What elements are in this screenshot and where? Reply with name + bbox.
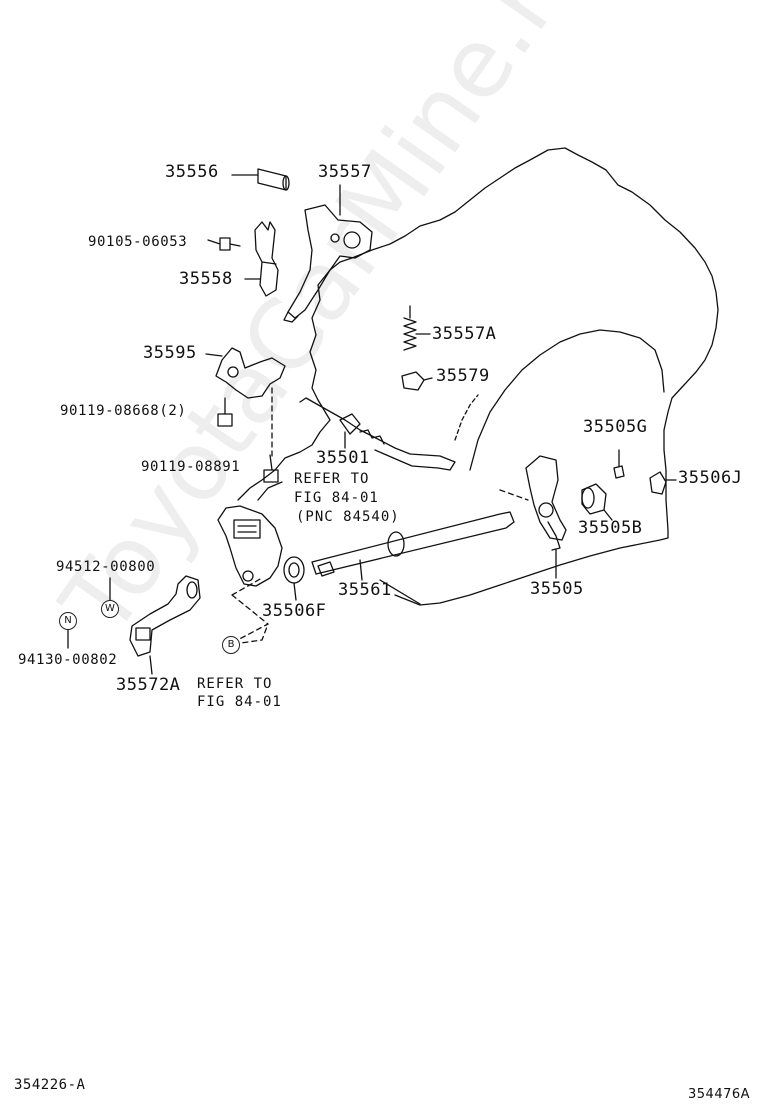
bolt-90105-drawing [207,237,241,251]
bolt-35579-drawing [401,371,433,391]
refer-note-2-line2: FIG 84-01 [197,694,282,710]
refer-note-1-line2: FIG 84-01 [294,490,379,506]
label-90119-08891: 90119-08891 [141,459,241,475]
label-35506F: 35506F [262,601,327,621]
clip-35506J-drawing [649,471,677,495]
label-90105-06053: 90105-06053 [88,234,188,250]
label-35501: 35501 [316,448,370,468]
bracket-35595-drawing [205,347,286,461]
lever-35505-drawing [499,455,567,579]
bolt-90119-08891-drawing [263,454,279,483]
rod-35501-drawing [299,397,456,471]
seal-35506F-drawing [283,556,305,601]
dashed-guide-lines [229,577,269,645]
label-35505B: 35505B [578,518,643,538]
bushing-35505B-drawing [581,483,613,521]
refer-note-1-line3: (PNC 84540) [296,509,400,525]
label-35572A: 35572A [116,675,181,695]
pin-35556-drawing [231,168,290,191]
marker-w: W [101,600,119,618]
spring-35557A-drawing [403,305,431,351]
label-35505: 35505 [530,579,584,599]
label-35506J: 35506J [678,468,743,488]
marker-b: B [222,636,240,654]
bolt-90119-08668-drawing [217,397,233,427]
switch-assembly-drawing [217,481,283,587]
footer-right-code: 354476A [688,1087,751,1102]
shaft-35561-drawing [311,511,515,605]
footer-left-code: 354226-A [14,1077,86,1093]
refer-note-1-line1: REFER TO [294,471,370,487]
label-94130-00802: 94130-00802 [18,652,118,668]
clip-35558-drawing [244,221,279,297]
lever-35557-drawing [283,184,373,323]
label-35505G: 35505G [583,417,648,437]
transmission-housing-outline [309,147,719,606]
housing-left-wall [237,399,331,501]
marker-n: N [59,612,77,630]
label-35595: 35595 [143,343,197,363]
label-35557: 35557 [318,162,372,182]
label-35579: 35579 [436,366,490,386]
label-35558: 35558 [179,269,233,289]
housing-inner-bell [469,329,665,471]
housing-bellhousing-edge [454,394,479,441]
label-90119-08668: 90119-08668(2) [60,403,187,419]
pin-35505G-drawing [613,449,625,479]
refer-note-2-line1: REFER TO [197,676,273,692]
lever-35572A-drawing [129,575,201,675]
label-35556: 35556 [165,162,219,182]
label-35561: 35561 [338,580,392,600]
label-35557A: 35557A [432,324,497,344]
label-94512-00800: 94512-00800 [56,559,156,575]
